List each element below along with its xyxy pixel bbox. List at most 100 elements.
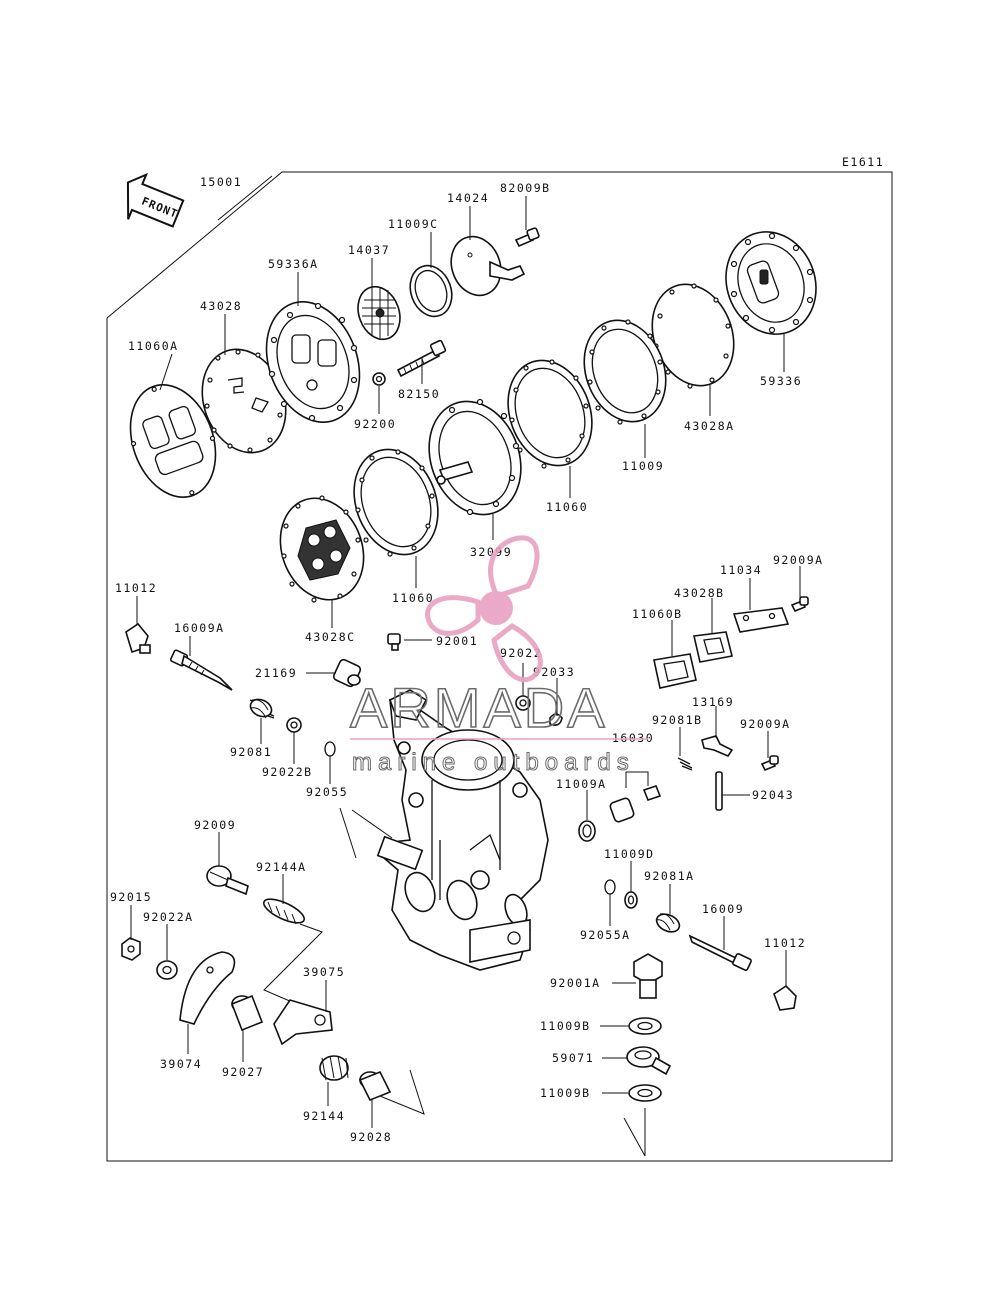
label-92055: 92055 xyxy=(306,785,348,799)
part-14024-cover xyxy=(450,235,526,297)
diagram-frame xyxy=(106,171,893,1162)
label-11009: 11009 xyxy=(622,459,664,473)
part-11060-gasket-mid xyxy=(353,448,439,557)
part-39075-lever xyxy=(273,999,333,1046)
part-11009b-washer-top xyxy=(628,1017,662,1035)
axis-line-lower xyxy=(379,1069,425,1115)
part-92081b-spring xyxy=(677,757,693,771)
label-92028: 92028 xyxy=(350,1130,392,1144)
part-43028-diaphragm xyxy=(201,348,287,454)
label-92015: 92015 xyxy=(110,890,152,904)
label-11009a: 11009A xyxy=(556,777,607,791)
part-92001-screw xyxy=(387,633,401,651)
part-14037-screen xyxy=(357,285,401,341)
part-13169-lever xyxy=(701,735,734,757)
label-59071: 59071 xyxy=(552,1051,594,1065)
label-11012-left: 11012 xyxy=(115,581,157,595)
label-15001: 15001 xyxy=(200,175,242,189)
part-11009b-washer-bot xyxy=(628,1084,662,1102)
label-92043: 92043 xyxy=(752,788,794,802)
part-92033-clip xyxy=(549,713,563,726)
part-59336a-pump-cover xyxy=(265,301,361,423)
label-92144: 92144 xyxy=(303,1109,345,1123)
leader-lines xyxy=(130,196,801,1128)
part-16030-fitting xyxy=(609,771,662,823)
label-11060-mid: 11060 xyxy=(392,591,434,605)
label-11034: 11034 xyxy=(720,563,762,577)
label-43028b: 43028B xyxy=(674,586,725,600)
watermark-name: ARMADA xyxy=(350,676,608,739)
label-92033: 92033 xyxy=(533,665,575,679)
part-92009a-screw-mid xyxy=(760,755,779,772)
label-82009b: 82009B xyxy=(500,181,551,195)
part-11012-cap-right xyxy=(773,984,797,1011)
label-11009b-top: 11009B xyxy=(540,1019,591,1033)
label-82150: 82150 xyxy=(398,387,440,401)
part-11009c-gasket xyxy=(409,264,453,318)
label-92009: 92009 xyxy=(194,818,236,832)
label-11060a: 11060A xyxy=(128,339,179,353)
label-16009a: 16009A xyxy=(174,621,225,635)
part-92015-nut xyxy=(121,937,141,961)
part-11060a-gasket xyxy=(129,384,217,498)
watermark: ARMADA marine outboards xyxy=(349,535,648,777)
label-11009b-bot: 11009B xyxy=(540,1086,591,1100)
part-11012-cap-left xyxy=(125,622,151,654)
part-92081-spring xyxy=(249,698,275,719)
part-43028b-diaphragm xyxy=(693,631,733,663)
label-92200: 92200 xyxy=(354,417,396,431)
part-92028-sleeve xyxy=(358,1070,392,1102)
part-16009-needle xyxy=(688,934,752,971)
label-92027: 92027 xyxy=(222,1065,264,1079)
label-59336: 59336 xyxy=(760,374,802,388)
label-92001: 92001 xyxy=(436,634,478,648)
front-arrow-icon: FRONT xyxy=(126,172,185,228)
part-43028a-diaphragm xyxy=(651,283,735,389)
label-92022a: 92022A xyxy=(143,910,194,924)
watermark-tagline: marine outboards xyxy=(352,749,635,776)
part-11009-gasket xyxy=(583,319,667,425)
part-92043-pin xyxy=(715,771,723,811)
part-59071-banjo xyxy=(626,1046,672,1076)
label-43028: 43028 xyxy=(200,299,242,313)
label-43028c: 43028C xyxy=(305,630,356,644)
label-16030: 16030 xyxy=(612,731,654,745)
part-92009-screw xyxy=(206,865,249,896)
part-carburetor-body xyxy=(339,689,549,971)
part-82150-bolt xyxy=(396,339,447,378)
part-92055-oring xyxy=(324,741,336,757)
part-21169-plug xyxy=(332,658,362,688)
label-39075: 39075 xyxy=(303,965,345,979)
part-92200-washer xyxy=(372,372,386,386)
label-43028a: 43028A xyxy=(684,419,735,433)
part-92144a-spring xyxy=(262,898,323,1003)
part-labels: 15001 14024 82009B 11009C 14037 59336A 4… xyxy=(110,175,822,1144)
part-11060b-gasket xyxy=(653,653,697,689)
part-16009a-needle xyxy=(169,649,233,691)
part-92144-spring xyxy=(319,1055,349,1081)
label-14024: 14024 xyxy=(447,191,489,205)
label-92081a: 92081A xyxy=(644,869,695,883)
part-43028c-diaphragm xyxy=(279,495,365,603)
label-11060b: 11060B xyxy=(632,607,683,621)
label-92081: 92081 xyxy=(230,745,272,759)
label-59336a: 59336A xyxy=(268,257,319,271)
part-11009a-gasket xyxy=(578,820,596,842)
part-11009d-washer xyxy=(624,891,638,909)
label-21169: 21169 xyxy=(255,666,297,680)
label-13169: 13169 xyxy=(692,695,734,709)
part-11034-plate xyxy=(732,607,790,633)
label-92055a: 92055A xyxy=(580,928,631,942)
part-92055a-oring xyxy=(604,879,616,895)
part-92022b-washer xyxy=(286,717,302,733)
part-39074-throttle-lever xyxy=(179,951,236,1025)
propeller-logo-icon xyxy=(425,535,543,683)
axis-line-right xyxy=(623,1108,646,1157)
label-11012-right: 11012 xyxy=(764,936,806,950)
label-92081b: 92081B xyxy=(652,713,703,727)
part-92009a-screw-top xyxy=(790,596,809,613)
label-92022b: 92022B xyxy=(262,765,313,779)
label-11009d: 11009D xyxy=(604,847,655,861)
part-92027-collar xyxy=(230,994,264,1032)
